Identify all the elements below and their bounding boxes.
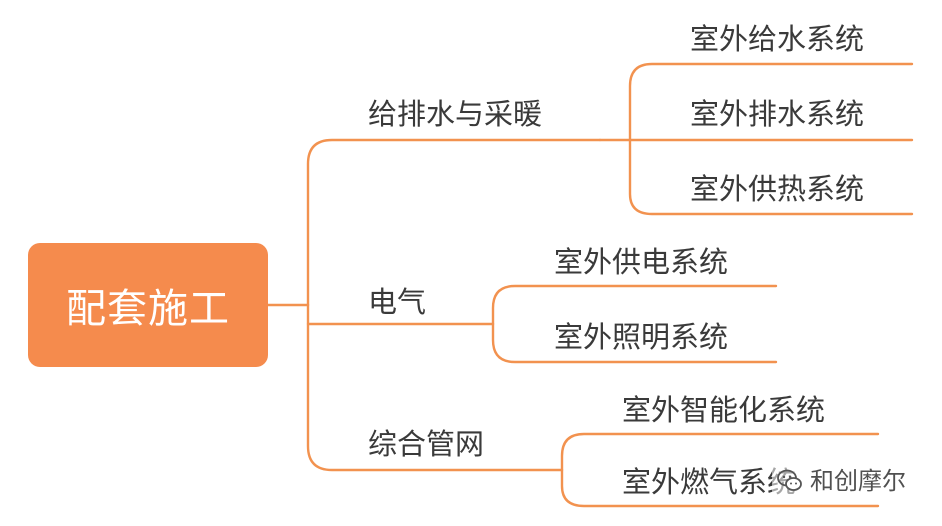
connector-trunk-lower [306,303,564,472]
watermark: 和创摩尔 [772,466,910,496]
leaf-label-power: 室外供电系统 [554,245,729,279]
branch-label-electric: 电气 [368,285,427,319]
connector-sub-lighting [491,322,778,364]
connector-sub-water-supply [628,62,914,142]
leaf-label-gas: 室外燃气系统 [622,465,797,499]
wechat-icon [777,469,802,491]
root-node: 配套施工 [28,243,268,367]
watermark-text: 和创摩尔 [810,467,906,495]
leaf-label-water-supply: 室外给水系统 [690,22,865,56]
branch-label-network: 综合管网 [368,427,485,461]
connector-trunk-upper [306,138,602,307]
branch-label-water: 给排水与采暖 [368,97,543,131]
leaf-label-drainage: 室外排水系统 [690,97,865,131]
leaf-label-heating: 室外供热系统 [690,172,865,206]
connector-sub-gas [560,468,880,508]
connector-sub-smart [560,432,880,472]
connector-sub-heating [628,138,914,216]
root-label: 配套施工 [66,286,230,332]
connector-sub-power [491,284,778,326]
leaf-label-lighting: 室外照明系统 [554,320,729,354]
leaf-label-smart: 室外智能化系统 [622,393,826,427]
